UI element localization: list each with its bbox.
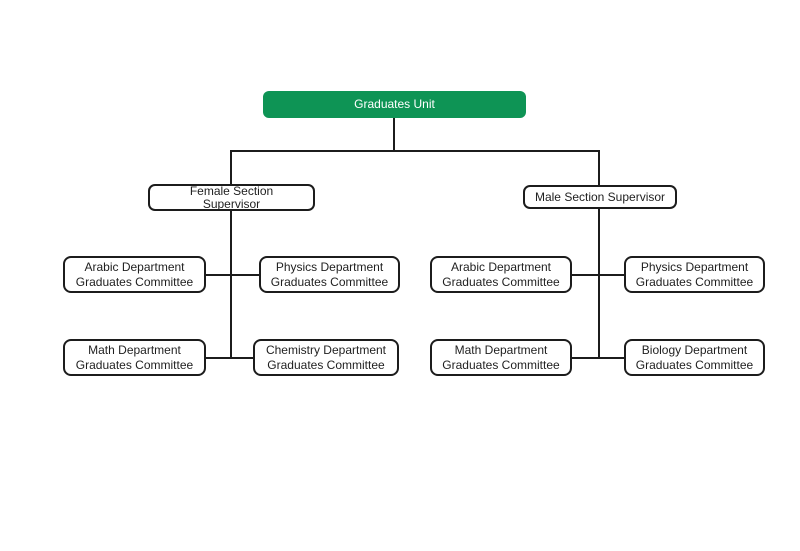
org-node-label: Physics Department Graduates Committee xyxy=(635,259,754,289)
org-node-male-section-supervisor: Male Section Supervisor xyxy=(523,185,677,209)
org-node-female-chemistry-committee: Chemistry Department Graduates Committee xyxy=(253,339,399,376)
org-node-label: Biology Department Graduates Committee xyxy=(635,342,754,372)
connector-male-stem xyxy=(598,209,600,358)
org-node-label: Math Department Graduates Committee xyxy=(442,342,560,372)
connector-female-stem xyxy=(230,211,232,358)
org-node-label: Arabic Department Graduates Committee xyxy=(75,259,194,289)
org-node-label: Male Section Supervisor xyxy=(534,189,666,204)
org-node-male-biology-committee: Biology Department Graduates Committee xyxy=(624,339,765,376)
org-node-label: Graduates Unit xyxy=(354,97,435,111)
org-node-female-math-committee: Math Department Graduates Committee xyxy=(63,339,206,376)
connector-root-stem xyxy=(393,118,395,152)
org-node-label: Chemistry Department Graduates Committee xyxy=(265,342,387,372)
org-node-male-arabic-committee: Arabic Department Graduates Committee xyxy=(430,256,572,293)
connector-male-row2 xyxy=(572,357,624,359)
org-node-label: Arabic Department Graduates Committee xyxy=(442,259,560,289)
connector-top-horizontal xyxy=(230,150,600,152)
org-node-male-physics-committee: Physics Department Graduates Committee xyxy=(624,256,765,293)
connector-female-drop xyxy=(230,150,232,184)
org-node-label: Female Section Supervisor xyxy=(189,183,274,211)
connector-female-row2 xyxy=(206,357,253,359)
org-node-male-math-committee: Math Department Graduates Committee xyxy=(430,339,572,376)
org-node-female-arabic-committee: Arabic Department Graduates Committee xyxy=(63,256,206,293)
connector-male-drop xyxy=(598,150,600,185)
org-node-label: Math Department Graduates Committee xyxy=(75,342,194,372)
org-node-graduates-unit: Graduates Unit xyxy=(263,91,526,118)
connector-female-row1 xyxy=(206,274,259,276)
connector-male-row1 xyxy=(572,274,624,276)
org-node-label: Physics Department Graduates Committee xyxy=(270,259,389,289)
org-node-female-section-supervisor: Female Section Supervisor xyxy=(148,184,315,211)
org-node-female-physics-committee: Physics Department Graduates Committee xyxy=(259,256,400,293)
